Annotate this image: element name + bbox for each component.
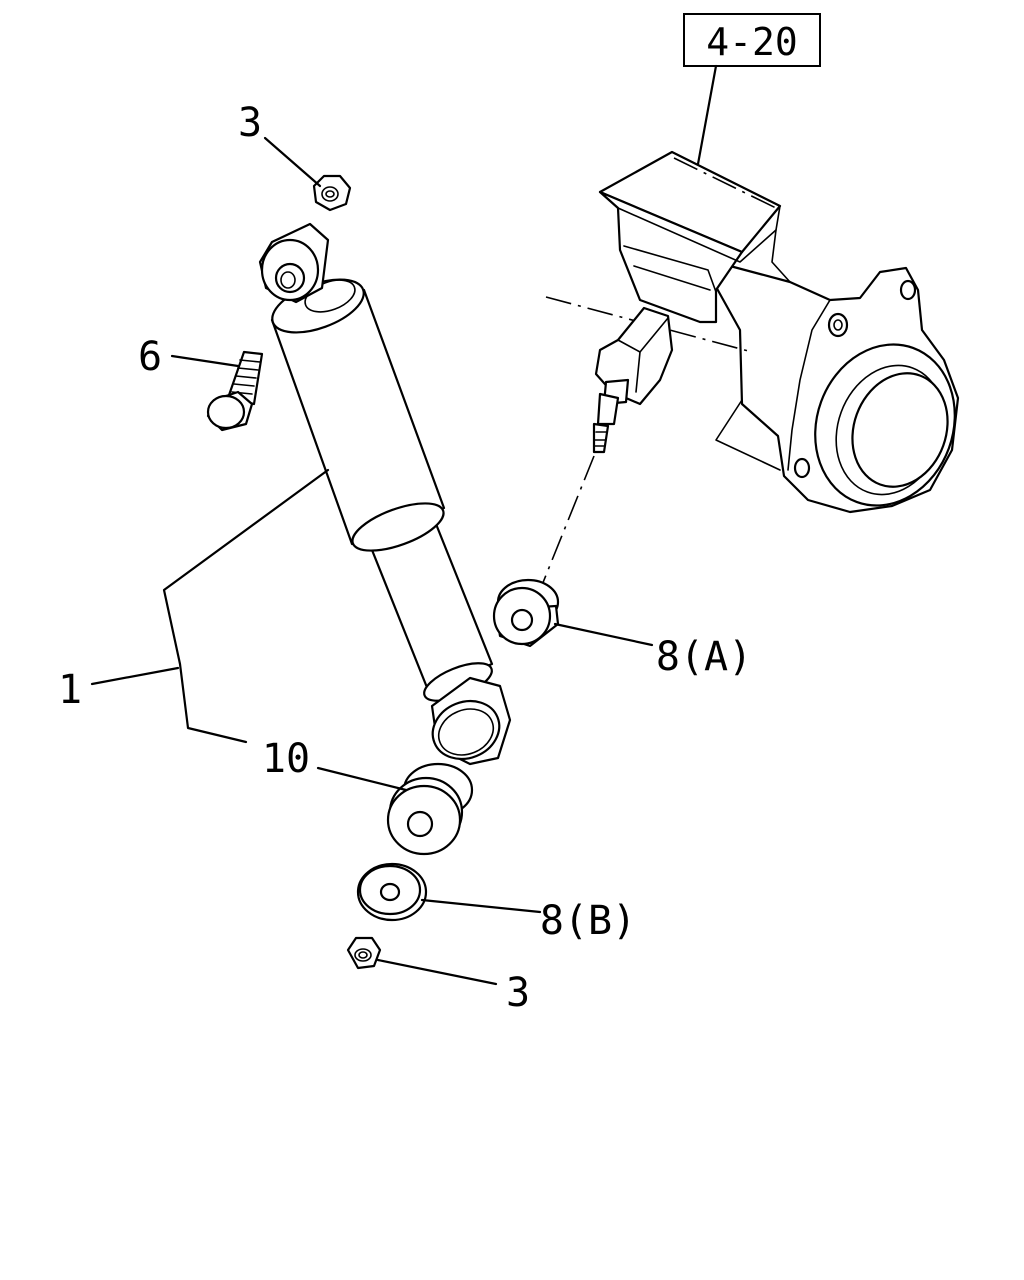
- leader-bushing: [316, 766, 408, 792]
- leader-nut-top: [263, 136, 322, 188]
- axle-housing: [545, 150, 960, 514]
- leader-washer-a: [553, 622, 654, 647]
- callout-washer-b: 8(B): [540, 898, 636, 944]
- leader-shock: [90, 666, 180, 686]
- callout-washer-a: 8(A): [656, 634, 752, 680]
- washer-a[interactable]: [492, 578, 560, 648]
- leader-shock-bracket: [162, 468, 330, 744]
- assembly-centerline: [539, 455, 595, 591]
- leader-nut-bottom: [376, 958, 498, 986]
- washer-b[interactable]: [356, 862, 428, 922]
- callout-bushing: 10: [262, 736, 310, 782]
- leader-bolt: [170, 354, 240, 368]
- reference-label: 4-20: [706, 20, 798, 64]
- callout-shock-absorber: 1: [58, 667, 82, 713]
- nut-top[interactable]: [312, 174, 352, 212]
- callout-bolt: 6: [138, 334, 162, 380]
- callout-nut-bottom: 3: [506, 970, 530, 1016]
- shock-absorber[interactable]: [258, 222, 512, 769]
- reference-leader: [696, 64, 718, 166]
- nut-bottom[interactable]: [346, 936, 382, 970]
- bushing[interactable]: [386, 762, 474, 856]
- callout-nut-top: 3: [238, 100, 262, 146]
- bolt[interactable]: [206, 350, 264, 432]
- leader-washer-b: [420, 898, 542, 914]
- reference-box[interactable]: 4-20: [683, 13, 821, 67]
